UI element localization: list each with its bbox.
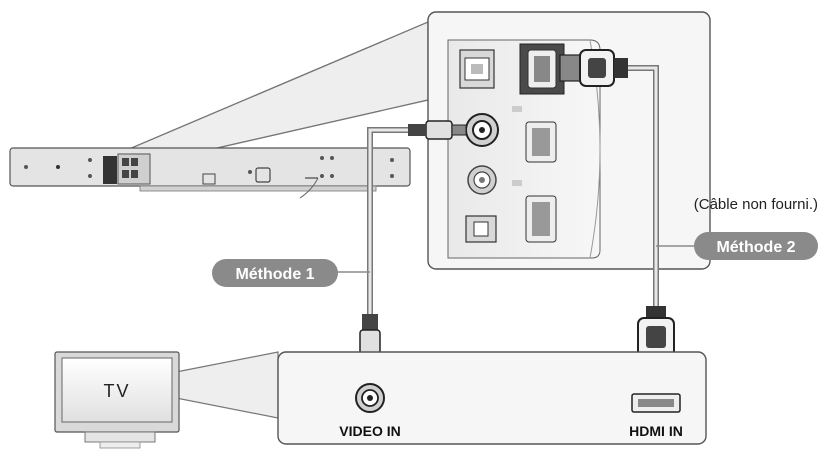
method-1-label: Méthode 1 (235, 266, 314, 283)
method-1-badge: Méthode 1 (212, 259, 370, 287)
zoom-lines (120, 21, 429, 167)
tv-device: TV (54, 351, 180, 449)
tv-rear-panel: VIDEO IN HDMI IN (277, 351, 707, 445)
tv-video-in-jack (355, 383, 385, 413)
hdmi-out-port (519, 43, 565, 95)
audio-in-port (467, 165, 497, 195)
hdmi-in-label: HDMI IN (629, 423, 683, 439)
tv-callout-lines (175, 351, 279, 419)
rear-panel-zoom (427, 11, 711, 270)
method-2-label: Méthode 2 (716, 239, 795, 256)
video-out-port (465, 113, 499, 147)
hdmi-port-3 (525, 195, 557, 243)
tv-label: TV (103, 381, 130, 401)
cable-note: (Câble non fourni.) (694, 196, 818, 213)
optical-port (465, 215, 497, 243)
lan-port (459, 49, 495, 89)
video-in-label: VIDEO IN (339, 423, 400, 439)
tv-hdmi-in-jack (631, 393, 681, 413)
method-2-badge: Méthode 2 (656, 232, 818, 260)
soundbar-device (9, 147, 411, 199)
hdmi-port-2 (525, 121, 557, 163)
